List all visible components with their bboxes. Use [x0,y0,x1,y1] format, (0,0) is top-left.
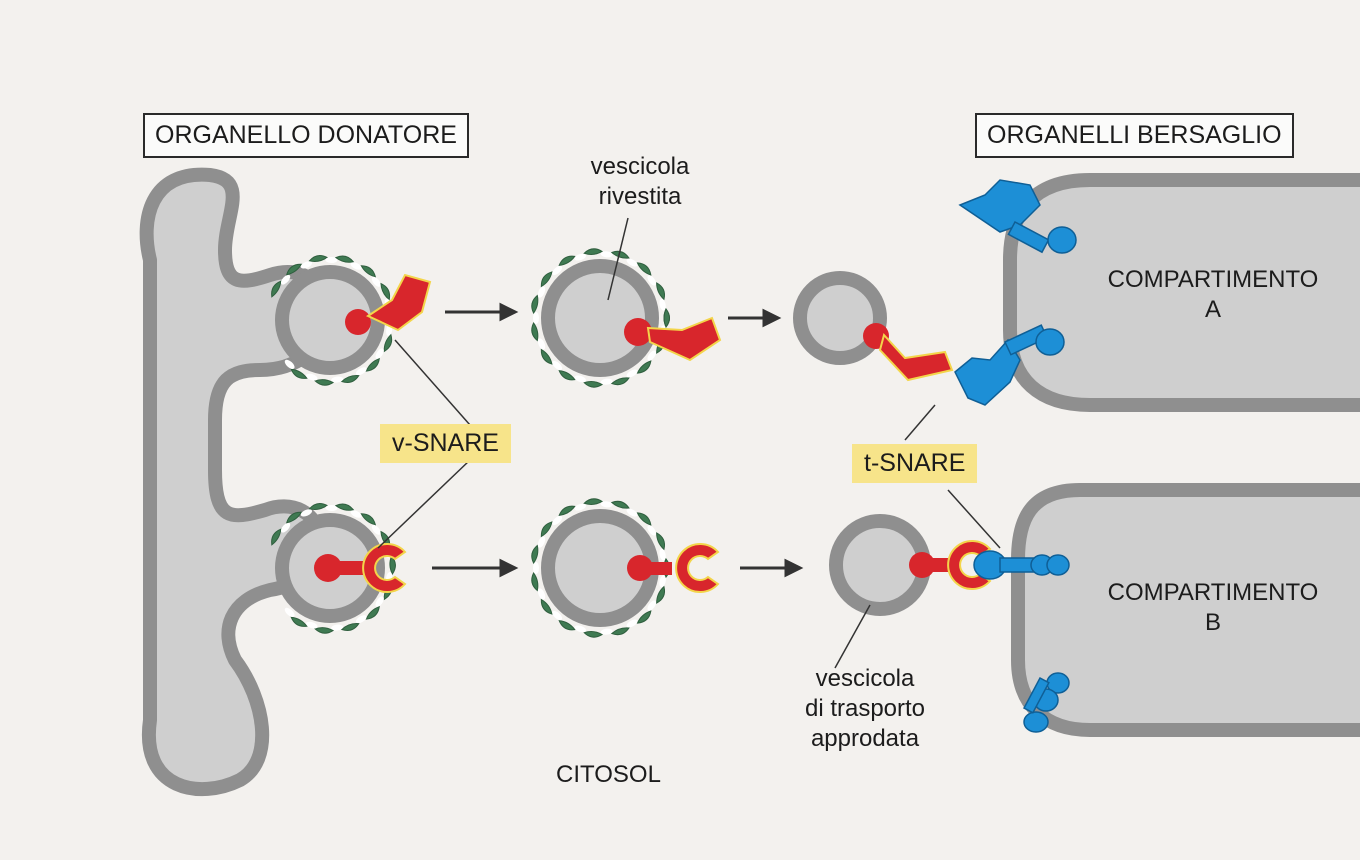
compartment-b-label: COMPARTIMENTO B [1078,578,1348,638]
coat-protein [530,295,539,314]
coat-protein [530,545,539,564]
coat-protein [557,253,575,267]
coat-gap [533,562,539,574]
coat-protein [315,627,333,634]
compartment-a-label-line1: COMPARTIMENTO [1078,265,1348,295]
docked-vesicle-label: vescicola di trasporto approdata [790,664,940,754]
coat-protein [611,626,630,637]
v-snare-tag: v-SNARE [380,424,511,463]
coat-protein [289,615,307,629]
coated-vesicle-bottom [530,498,718,638]
cytosol-label: CITOSOL [556,760,661,790]
coat-protein [584,498,602,505]
transport-vesicle-top [800,278,952,380]
coat-protein [584,381,602,388]
compartment-a-label-line2: A [1078,295,1348,325]
docked-vesicle-label-line2: di trasporto [790,694,940,724]
coated-vesicle-label-line2: rivestita [565,182,715,212]
coat-protein [379,282,392,301]
t-snare-tag: t-SNARE [852,444,977,483]
compartment-a-label: COMPARTIMENTO A [1078,265,1348,325]
coat-protein [289,367,307,381]
coat-protein [584,248,602,255]
coat-protein [315,379,333,386]
coat-protein [557,369,575,383]
target-organelles-label: ORGANELLI BERSAGLIO [975,113,1294,158]
coated-vesicle-top [530,248,720,388]
coat-protein [664,309,670,327]
coat-protein [584,631,602,638]
coat-protein [309,502,328,511]
donor-organelle-label: ORGANELLO DONATORE [143,113,469,158]
docked-vesicle-label-line1: vescicola [790,664,940,694]
coat-protein [309,254,328,263]
coat-gap [533,312,539,324]
docked-transport-vesicle [836,521,990,609]
coat-protein [655,532,667,551]
coat-protein [557,619,575,633]
coat-protein [341,622,360,633]
coat-protein [335,502,354,512]
coat-protein [335,254,354,264]
coat-protein [611,499,630,510]
compartment-b-label-line2: B [1078,608,1348,638]
coat-protein [530,573,539,592]
donor-organelle [147,175,378,789]
coated-vesicle-label: vescicola rivestita [565,152,715,212]
coat-protein [382,334,394,353]
compartment-b-label-line1: COMPARTIMENTO [1078,578,1348,608]
coat-protein [611,376,630,387]
coat-protein [655,282,667,301]
coat-protein [557,503,575,517]
coat-protein [530,323,539,342]
docked-vesicle-label-line3: approdata [790,724,940,754]
coat-protein [655,586,667,605]
coat-protein [341,374,360,385]
coated-vesicle-label-line1: vescicola [565,152,715,182]
